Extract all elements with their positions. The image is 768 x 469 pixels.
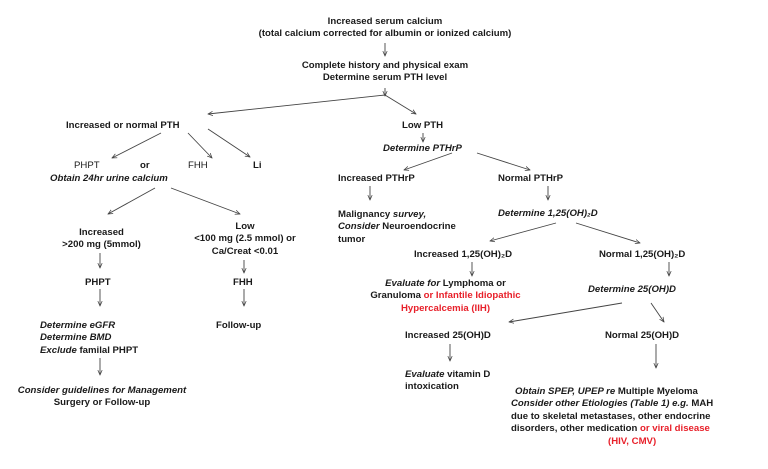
urine-calcium-node: Obtain 24hr urine calcium xyxy=(50,173,168,184)
phpt-result-node: PHPT xyxy=(85,277,111,288)
phpt-workup-node: Determine eGFR Determine BMD Exclude fam… xyxy=(40,320,138,357)
node-line: <100 mg (2.5 mmol) or xyxy=(194,233,296,245)
evaluate-line: Evaluate for Lymphoma or xyxy=(338,278,553,290)
li-label: Li xyxy=(253,160,262,171)
fhh-label: FHH xyxy=(188,160,208,171)
exclude-term: Exclude xyxy=(40,344,77,356)
guidelines-node: Consider guidelines for Management Surge… xyxy=(2,385,202,410)
vitamin-d-intoxication-node: Evaluate vitamin D intoxication xyxy=(405,369,490,394)
evaluate-lymphoma-node: Evaluate for Lymphoma or Granuloma or In… xyxy=(338,278,553,315)
granuloma-line: Granuloma or Infantile Idiopathic xyxy=(338,290,553,302)
spep-term: Obtain SPEP, UPEP re xyxy=(515,386,616,397)
arrow xyxy=(575,222,640,243)
arrow xyxy=(404,152,453,170)
arrow xyxy=(187,132,212,158)
arrow xyxy=(108,187,156,214)
metastases-line: due to skeletal metastases, other endocr… xyxy=(511,410,711,422)
survey-term: survey, xyxy=(392,209,427,220)
normal-pthrp-node: Normal PTHrP xyxy=(498,173,564,184)
arrow xyxy=(490,222,557,241)
granuloma-term: Granuloma xyxy=(370,290,424,302)
low-pth-node: Low PTH xyxy=(402,120,444,131)
history-exam-node: Complete history and physical exam Deter… xyxy=(230,60,540,85)
arrow xyxy=(476,152,530,170)
lymphoma-term: Lymphoma or xyxy=(440,278,506,289)
evaluate-term: Evaluate for xyxy=(385,278,441,289)
bmd-line: Determine BMD xyxy=(40,332,112,344)
node-line: Increased serum calcium xyxy=(327,16,443,27)
determine-25ohd-node: Determine 25(OH)D xyxy=(588,284,676,295)
increased-serum-calcium-node: Increased serum calcium (total calcium c… xyxy=(190,16,580,41)
neuroendocrine-term: Neuroendocrine xyxy=(379,221,456,233)
normal-125-node: Normal 1,25(OH)₂D xyxy=(599,249,686,260)
node-line: Increased xyxy=(79,227,124,238)
malignancy-line: Malignancy survey, xyxy=(338,209,456,221)
increased-pthrp-node: Increased PTHrP xyxy=(338,173,415,184)
tumor-line: tumor xyxy=(338,233,366,245)
consider-line: Consider Neuroendocrine xyxy=(338,221,456,233)
arrow xyxy=(208,94,386,114)
vitd-term: vitamin D xyxy=(444,369,491,380)
hiv-cmv-line: (HIV, CMV) xyxy=(608,435,657,447)
exclude-rest: familal PHPT xyxy=(76,344,139,356)
exclude-line: Exclude familal PHPT xyxy=(40,345,138,357)
consider-term: Consider xyxy=(338,221,380,233)
fhh-result-node: FHH xyxy=(233,277,253,288)
malignancy-survey-node: Malignancy survey, Consider Neuroendocri… xyxy=(338,209,456,246)
arrow xyxy=(207,128,250,157)
mah-term: MAH xyxy=(688,398,714,410)
phpt-label: PHPT xyxy=(74,160,100,171)
etiologies-term: Consider other Etiologies (Table 1) e.g. xyxy=(511,398,689,410)
node-line: >200 mg (5mmol) xyxy=(62,239,141,251)
node-line: Low xyxy=(235,221,255,232)
medication-line: disorders, other medication or viral dis… xyxy=(511,423,713,435)
arrow xyxy=(170,187,240,214)
hypercalcemia-line: Hypercalcemia (IIH) xyxy=(400,302,491,314)
egfr-line: Determine eGFR xyxy=(40,320,116,331)
evaluate-vitd-line: Evaluate vitamin D xyxy=(405,369,490,381)
determine-125-node: Determine 1,25(OH)₂D xyxy=(498,208,598,219)
iih-term: or Infantile Idiopathic xyxy=(423,290,521,302)
node-line: (total calcium corrected for albumin or … xyxy=(258,28,512,40)
node-line: Complete history and physical exam xyxy=(301,60,469,71)
evaluate-vitd-term: Evaluate xyxy=(405,369,445,380)
node-line: Determine serum PTH level xyxy=(322,72,448,84)
guidelines-line: Consider guidelines for Management xyxy=(17,385,187,396)
increased-normal-pth-node: Increased or normal PTH xyxy=(66,120,180,131)
medication-term: disorders, other medication xyxy=(511,423,641,435)
arrow xyxy=(509,302,623,322)
increased-125-node: Increased 1,25(OH)₂D xyxy=(414,249,513,260)
intoxication-line: intoxication xyxy=(405,381,459,393)
normal-25ohd-node: Normal 25(OH)D xyxy=(605,330,680,341)
arrow xyxy=(650,302,664,322)
increased-25ohd-node: Increased 25(OH)D xyxy=(405,330,491,341)
etiologies-line: Consider other Etiologies (Table 1) e.g.… xyxy=(511,398,713,410)
urine-low-node: Low <100 mg (2.5 mmol) or Ca/Creat <0.01 xyxy=(175,221,315,258)
myeloma-term: Multiple Myeloma xyxy=(615,386,698,397)
other-etiologies-node: Obtain SPEP, UPEP re Multiple Myeloma Co… xyxy=(511,386,713,448)
spep-line: Obtain SPEP, UPEP re Multiple Myeloma xyxy=(511,386,713,398)
malignancy-term: Malignancy xyxy=(338,209,393,220)
arrow xyxy=(384,94,416,114)
or-label: or xyxy=(140,160,150,171)
surgery-line: Surgery or Follow-up xyxy=(53,397,151,409)
determine-pthrp-node: Determine PTHrP xyxy=(383,143,462,154)
urine-increased-node: Increased >200 mg (5mmol) xyxy=(44,227,159,252)
node-line: Ca/Creat <0.01 xyxy=(211,245,279,257)
viral-term: or viral disease xyxy=(640,423,710,435)
follow-up-node: Follow-up xyxy=(216,320,262,331)
arrow xyxy=(112,132,162,158)
